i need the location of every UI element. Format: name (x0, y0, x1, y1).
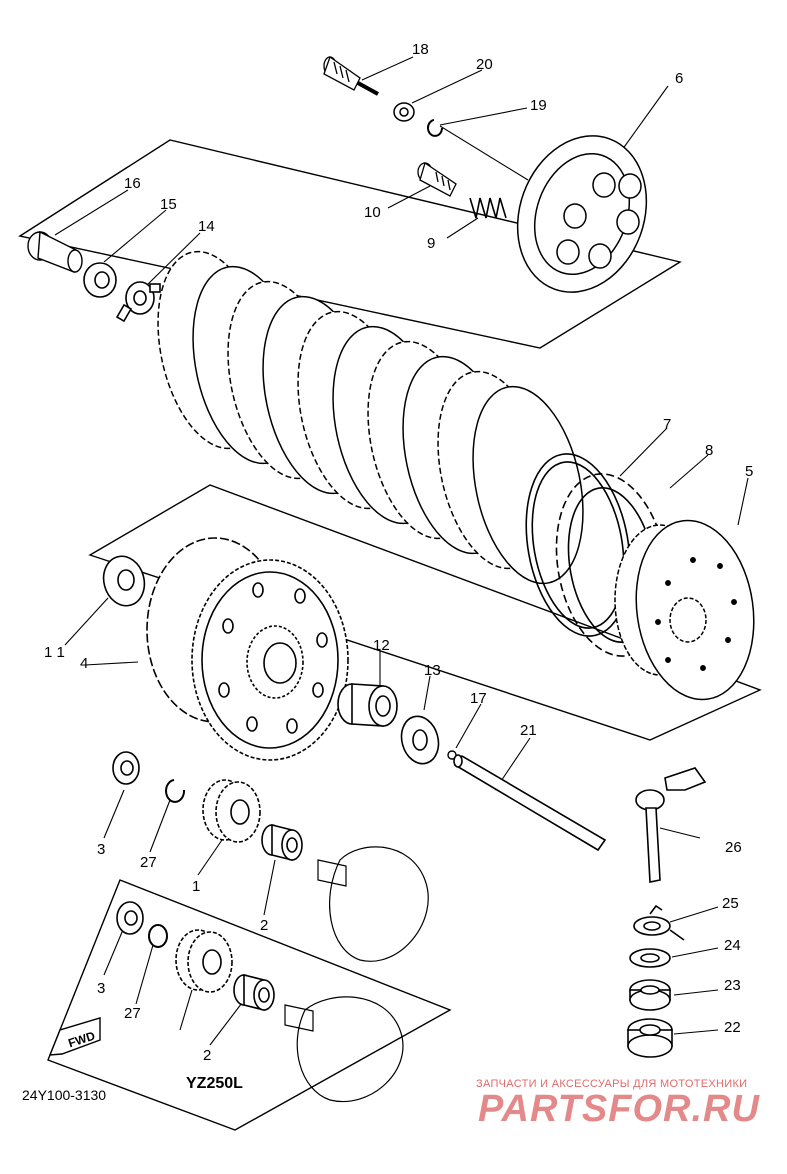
part-1-primary-drive-gear (202, 779, 261, 843)
part-9-spring (469, 197, 507, 219)
callout-8: 8 (705, 442, 713, 459)
part-27-lock-washer-yz250l (148, 924, 168, 948)
watermark-subtitle: ЗАПЧАСТИ И АКСЕССУАРЫ ДЛЯ МОТОТЕХНИКИ (476, 1078, 748, 1090)
part-6-pressure-plate (516, 135, 648, 293)
part-23-oil-seal (629, 979, 671, 1011)
callout-15: 15 (160, 196, 177, 213)
callout-26: 26 (725, 839, 742, 856)
callout-14: 14 (198, 218, 215, 235)
group-outlines (18, 139, 762, 1131)
part-10-bolt (417, 161, 457, 197)
part-14-lock-washer (115, 281, 161, 323)
part-2-bearing (261, 823, 303, 862)
pressure-plate-group-outline (18, 139, 682, 349)
model-label: YZ250L (186, 1075, 243, 1092)
part-12-spacer (337, 683, 398, 727)
callout-11: 1 1 (44, 644, 65, 661)
part-24-washer (629, 948, 671, 968)
callout-16: 16 (124, 175, 141, 192)
part-18-adjusting-screw (323, 55, 379, 96)
callout-5: 5 (745, 463, 753, 480)
crankshaft-reference-outline (317, 846, 429, 962)
callout-3-lower: 3 (97, 980, 105, 997)
crankshaft-reference-outline-yz250l (284, 996, 404, 1103)
callout-24: 24 (724, 937, 741, 954)
callout-2-lower: 2 (203, 1047, 211, 1064)
callout-27-lower: 27 (124, 1005, 141, 1022)
callout-25: 25 (722, 895, 739, 912)
part-3-nut-yz250l (116, 901, 144, 935)
part-26-push-lever (635, 767, 707, 883)
callout-20: 20 (476, 56, 493, 73)
callout-17: 17 (470, 690, 487, 707)
yz250l-variant-outline (47, 879, 452, 1131)
forward-direction-arrow: FWD (48, 1017, 101, 1056)
part-2-bearing-yz250l (233, 973, 275, 1012)
callout-1: 1 (192, 878, 200, 895)
part-27-lock-washer (165, 779, 186, 803)
callout-3-upper: 3 (97, 841, 105, 858)
part-7-cushion-ring (525, 453, 631, 637)
callout-7: 7 (663, 416, 671, 433)
callout-10: 10 (364, 204, 381, 221)
part-20-nut (393, 102, 415, 122)
part-13-washer (400, 715, 440, 765)
callout-19: 19 (530, 97, 547, 114)
part-19-circlip (427, 119, 443, 137)
callout-13: 13 (424, 662, 441, 679)
part-1-primary-drive-gear-yz250l (175, 929, 233, 993)
callout-9: 9 (427, 235, 435, 252)
part-5-clutch-boss (614, 519, 755, 701)
watermark-logo: PARTSFOR.RU (478, 1088, 760, 1130)
callout-6: 6 (675, 70, 683, 87)
leader-lines (54, 56, 749, 1046)
part-4-clutch-housing (146, 537, 349, 761)
part-11-thrust-washer (102, 555, 146, 607)
callout-4: 4 (80, 655, 88, 672)
diagram-code: 24Y100-3130 (22, 1087, 106, 1103)
callout-23: 23 (724, 977, 741, 994)
part-21-push-rod (453, 754, 607, 852)
part-3-nut (112, 751, 140, 785)
part-15-oil-seal (83, 262, 117, 298)
callout-2-upper: 2 (260, 917, 268, 934)
callout-21: 21 (520, 722, 537, 739)
part-25-spring (633, 904, 685, 941)
clutch-housing-group-outline (88, 484, 762, 741)
part-22-bearing (627, 1018, 673, 1058)
callout-22: 22 (724, 1019, 741, 1036)
callout-numbers: 18 20 19 6 10 9 16 15 14 7 8 5 1 1 4 12 … (44, 41, 753, 1064)
friction-and-steel-plate-stack (157, 250, 584, 585)
callout-18: 18 (412, 41, 429, 58)
callout-12: 12 (373, 637, 390, 654)
part-16-push-lever-shaft (27, 230, 83, 273)
callout-27-upper: 27 (140, 854, 157, 871)
